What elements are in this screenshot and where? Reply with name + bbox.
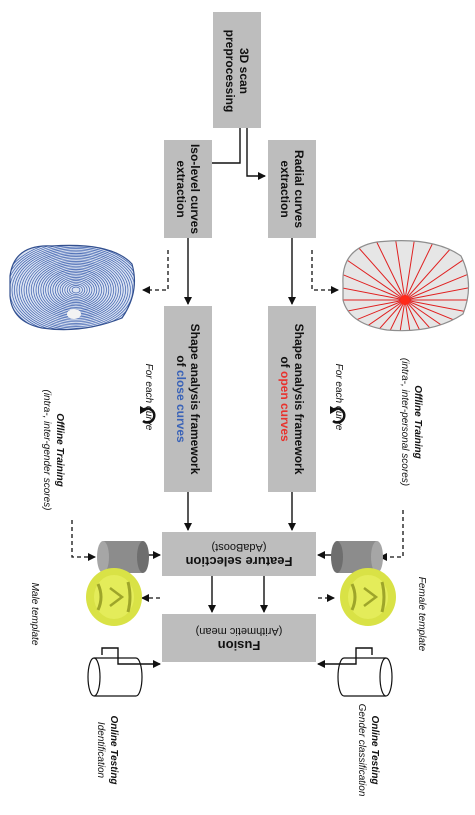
radial-curves-mesh bbox=[337, 234, 475, 338]
male-template-face bbox=[82, 566, 146, 628]
shape-close-line-2: of close curves bbox=[174, 355, 188, 442]
shape-open-line-1: Shape analysis framework bbox=[292, 324, 306, 475]
label-iso-extraction: Iso-level curves extraction bbox=[171, 140, 205, 238]
feature-sub: (AdaBoost) bbox=[211, 539, 266, 554]
online-testing-right: Online Testing Gender classification bbox=[353, 688, 383, 812]
fusion-sub: (Arithmetic mean) bbox=[196, 623, 283, 638]
edge-iso-mesh bbox=[143, 250, 168, 290]
label-feature-selection: Feature selection (AdaBoost) bbox=[162, 532, 316, 576]
offline-training-left: Offline Training (intra-, inter-gender s… bbox=[36, 375, 70, 525]
label-radial-extraction: Radial curves extraction bbox=[275, 140, 309, 238]
open-curves-highlight: open curves bbox=[278, 371, 292, 442]
preprocessing-line-2: preprocessing bbox=[223, 30, 237, 113]
shape-close-prefix: of bbox=[174, 355, 188, 370]
female-template-text: Female template bbox=[417, 577, 428, 651]
feature-title: Feature selection bbox=[186, 554, 293, 569]
loop-label-right: For each curve bbox=[332, 352, 346, 442]
online-left-sub: Identification bbox=[94, 722, 107, 778]
iso-curves-mesh bbox=[2, 236, 142, 336]
loop-text-left: For each curve bbox=[144, 364, 155, 431]
shape-open-prefix: of bbox=[278, 356, 292, 371]
label-preprocessing: 3D scan preprocessing bbox=[220, 13, 254, 129]
shape-close-line-1: Shape analysis framework bbox=[188, 324, 202, 475]
offline-right-sub: (intra-, inter-personal scores) bbox=[398, 358, 411, 486]
offline-left-sub: (intra-, inter-gender scores) bbox=[40, 390, 53, 511]
edge-radial-mesh bbox=[312, 250, 338, 290]
shape-open-line-2: of open curves bbox=[278, 356, 292, 441]
online-left-title: Online Testing bbox=[107, 715, 120, 784]
label-shape-open: Shape analysis framework of open curves bbox=[275, 306, 309, 492]
online-right-title: Online Testing bbox=[368, 715, 381, 784]
edge-offline-left bbox=[72, 520, 95, 557]
radial-line-1: Radial curves bbox=[292, 150, 306, 228]
male-template-label: Male template bbox=[28, 569, 42, 659]
iso-line-1: Iso-level curves bbox=[188, 144, 202, 234]
iso-line-2: extraction bbox=[174, 160, 188, 217]
offline-right-title: Offline Training bbox=[411, 385, 424, 459]
close-curves-highlight: close curves bbox=[174, 370, 188, 443]
preprocessing-line-1: 3D scan bbox=[237, 48, 251, 94]
online-testing-left: Online Testing Identification bbox=[92, 700, 122, 800]
online-right-sub: Gender classification bbox=[355, 704, 368, 797]
label-fusion: Fusion (Arithmetic mean) bbox=[162, 614, 316, 662]
radial-line-2: extraction bbox=[278, 160, 292, 217]
female-template-face bbox=[336, 566, 400, 628]
male-template-text: Male template bbox=[30, 583, 41, 646]
loop-text-right: For each curve bbox=[334, 364, 345, 431]
loop-label-left: For each curve bbox=[142, 352, 156, 442]
offline-left-title: Offline Training bbox=[53, 413, 66, 487]
offline-training-right: Offline Training (intra-, inter-personal… bbox=[394, 347, 428, 497]
edge-preprocess-radial bbox=[247, 128, 265, 176]
female-template-label: Female template bbox=[415, 564, 429, 664]
database-online-left-icon bbox=[86, 654, 144, 700]
fusion-title: Fusion bbox=[218, 638, 261, 653]
label-shape-close: Shape analysis framework of close curves bbox=[171, 306, 205, 492]
